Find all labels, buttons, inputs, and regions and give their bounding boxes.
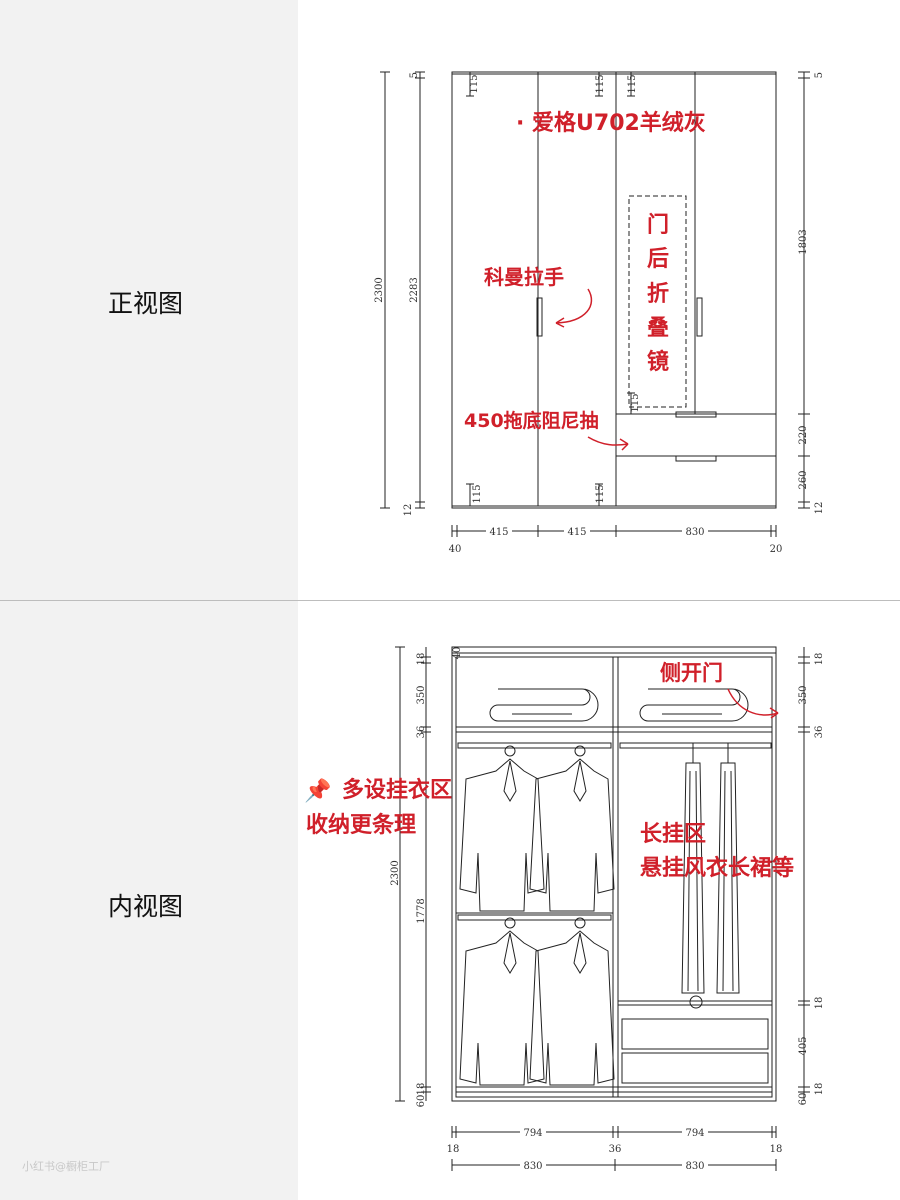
note-handle-arrow <box>555 288 593 324</box>
note-side-door-arrow <box>727 688 779 716</box>
inner-dim-total: 2300 <box>390 860 401 885</box>
front-elevation-svg: 2300 2283 5 12 5 1803 220 260 12 115 115… <box>374 71 825 555</box>
note-mirror-char-1: 门 <box>647 212 669 238</box>
inner-dim-r-bottom: 18 <box>814 1083 825 1096</box>
door-handle-left <box>536 297 543 337</box>
note-long-line2: 悬挂风衣长裙等 <box>640 855 794 881</box>
dim-left-side: 40 <box>449 544 462 555</box>
dim-right-drawer-2: 260 <box>798 470 809 489</box>
coat-hanger-4 <box>529 917 615 1086</box>
inner-elevation-svg: 18 40 350 36 2300 1778 18 60 18 350 36 1… <box>304 646 825 1172</box>
inner-dim-side-left: 18 <box>447 1144 460 1155</box>
watermark: 小红书@橱柜工厂 <box>22 1160 110 1173</box>
inner-dim-outer-w1: 830 <box>523 1161 542 1172</box>
note-material: · 爱格U702羊绒灰 <box>516 110 706 136</box>
inner-dim-r-plinth: 60 <box>798 1093 809 1106</box>
inner-dim-top-space: 350 <box>416 685 427 704</box>
inner-dim-bottom-board: 18 <box>416 1083 427 1096</box>
dim-handle-offset-4: 115 <box>472 484 483 503</box>
panel-divider <box>0 600 900 601</box>
hanging-rod-left-bottom <box>457 914 612 921</box>
dim-handle-offset-6: 115 <box>630 393 641 412</box>
dim-right-bottom: 12 <box>814 502 825 515</box>
cabinet-outline <box>451 71 777 509</box>
dim-handle-offset-1: 115 <box>469 74 480 93</box>
inner-drawer-2 <box>621 1052 769 1084</box>
long-garment-2 <box>716 743 740 994</box>
dim-right-side: 20 <box>770 544 783 555</box>
note-mirror-char-2: 后 <box>647 247 669 272</box>
folding-mirror-outline <box>628 195 687 408</box>
front-view-drawing: 2300 2283 5 12 5 1803 220 260 12 115 115… <box>298 0 900 600</box>
inner-dim-r-space: 350 <box>798 685 809 704</box>
dim-width-1: 415 <box>489 527 508 538</box>
long-garment-1 <box>681 743 705 994</box>
note-handle: 科曼拉手 <box>484 265 564 289</box>
dim-handle-offset-5: 115 <box>595 484 606 503</box>
dim-handle-offset-3: 115 <box>627 74 638 93</box>
inner-dim-plinth: 60 <box>416 1095 427 1108</box>
inner-dim-r-drawer: 405 <box>798 1036 809 1055</box>
front-view-label-column: 正视图 <box>0 0 298 600</box>
dim-handle-offset-2: 115 <box>595 74 606 93</box>
coat-hanger-1 <box>459 745 545 912</box>
note-long-line1: 长挂区 <box>640 821 706 847</box>
note-mirror-char-4: 叠 <box>647 316 669 341</box>
dim-inner-height: 2283 <box>409 277 420 302</box>
dim-right-top: 5 <box>814 72 825 78</box>
front-view-label: 正视图 <box>108 289 184 318</box>
drawer-handle-2 <box>675 455 717 462</box>
inner-dim-shelf: 36 <box>416 726 427 739</box>
inner-dim-w2: 794 <box>685 1128 704 1139</box>
inner-dim-outer-w2: 830 <box>685 1161 704 1172</box>
dim-width-2: 415 <box>567 527 586 538</box>
inner-dim-w1: 794 <box>523 1128 542 1139</box>
inner-view-drawing: 18 40 350 36 2300 1778 18 60 18 350 36 1… <box>298 601 900 1200</box>
inner-dim-side-right: 18 <box>770 1144 783 1155</box>
drawer-handle-1 <box>675 411 717 418</box>
note-mirror: 门 后 折 叠 镜 <box>647 212 669 375</box>
door-handle-right <box>696 297 703 337</box>
coat-hanger-2 <box>529 745 615 912</box>
coat-hanger-3 <box>459 917 545 1086</box>
note-drawer-arrow <box>587 436 629 446</box>
note-side-door: 侧开门 <box>660 661 723 685</box>
rod-support <box>689 995 703 1009</box>
dim-total-height: 2300 <box>374 277 385 302</box>
inner-dim-r-drawer-top: 18 <box>814 997 825 1010</box>
inner-dim-r-top: 18 <box>814 653 825 666</box>
inner-drawer-1 <box>621 1018 769 1050</box>
inner-dim-top-board: 18 <box>416 653 427 666</box>
dim-bottom-gap: 12 <box>403 504 414 517</box>
inner-view-label-column: 内视图 小红书@橱柜工厂 <box>0 601 298 1200</box>
pushpin-icon: 📌 <box>304 777 331 804</box>
hanging-rod-left-top <box>457 742 612 749</box>
inner-carcass <box>451 646 777 1102</box>
inner-dim-r-shelf: 36 <box>814 726 825 739</box>
folded-clothes-right <box>639 688 749 722</box>
note-hanging-line2: 收纳更条理 <box>306 812 416 838</box>
hanging-rod-right <box>619 742 772 749</box>
inner-dim-hanging: 1778 <box>416 898 427 923</box>
dim-top-gap: 5 <box>409 72 420 78</box>
inner-view-label: 内视图 <box>108 892 184 921</box>
dim-right-drawer-1: 220 <box>798 425 809 444</box>
dim-right-door: 1803 <box>798 229 809 254</box>
inner-view-panel: 内视图 小红书@橱柜工厂 <box>0 601 900 1200</box>
folded-clothes-left <box>489 688 599 722</box>
note-mirror-char-3: 折 <box>647 282 669 307</box>
note-mirror-char-5: 镜 <box>647 349 669 375</box>
front-view-panel: 正视图 <box>0 0 900 600</box>
inner-dim-middle: 36 <box>609 1144 622 1155</box>
note-drawer: 450拖底阻尼抽 <box>464 409 599 432</box>
note-hanging-line1: 多设挂衣区 <box>342 777 452 803</box>
inner-dim-top-rail: 40 <box>452 647 463 660</box>
dim-width-3: 830 <box>685 527 704 538</box>
